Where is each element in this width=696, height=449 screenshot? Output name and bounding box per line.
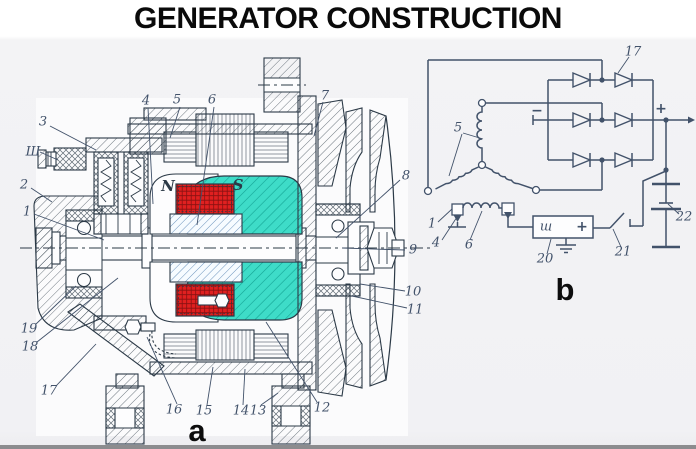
minus-terminal — [532, 115, 548, 125]
pulley — [345, 107, 405, 389]
field-winding-upper — [175, 183, 235, 215]
rotor-upper — [149, 173, 303, 235]
phase-coil-top — [476, 106, 483, 161]
part-label-a13: 13 — [249, 403, 267, 419]
regulator-plus-label: + — [576, 219, 588, 235]
stator-star-winding — [423, 98, 603, 196]
stator-bottom — [149, 329, 313, 375]
field-circuit — [448, 202, 533, 228]
part-label-a17: 17 — [40, 383, 58, 399]
page-title: GENERATOR CONSTRUCTION — [134, 2, 562, 35]
regulator-sh-label: ш — [539, 219, 553, 235]
plus-arrow — [688, 116, 695, 124]
voltage-regulator — [532, 215, 594, 254]
brush-assembly — [85, 137, 163, 235]
part-label-a1: 1 — [22, 204, 32, 220]
phase-wire-left — [427, 59, 603, 188]
part-label-a16: 16 — [165, 402, 183, 418]
part-label-a19: 19 — [20, 321, 38, 337]
part-label-a11: 11 — [406, 302, 424, 318]
figure-a-leaders — [30, 101, 408, 406]
part-label-a12: 12 — [313, 400, 331, 416]
part-label-a8: 8 — [401, 168, 411, 184]
rear-end-shield — [33, 195, 147, 331]
part-label-a3: 3 — [38, 114, 48, 130]
bus-plus-label: + — [655, 101, 667, 117]
stator-core-top — [195, 113, 255, 167]
rotor-lower — [149, 261, 303, 323]
mounting-lugs — [67, 303, 311, 445]
part-label-a6: 6 — [207, 92, 217, 108]
field-coil — [462, 202, 502, 209]
part-label-b22: 22 — [675, 209, 693, 225]
part-label-b1: 1 — [427, 216, 437, 232]
part-label-a5: 5 — [172, 92, 182, 108]
part-label-b5: 5 — [453, 120, 463, 136]
diode — [572, 71, 634, 169]
battery — [651, 120, 681, 249]
figure-b-drawing — [423, 56, 695, 255]
stator-winding-right — [253, 131, 289, 163]
brush-1 — [451, 203, 464, 216]
part-label-a4: 4 — [141, 93, 151, 109]
brush-spring — [130, 159, 142, 203]
pole-label-n: N — [161, 177, 175, 195]
slip-rings — [93, 213, 149, 235]
part-label-a7: 7 — [320, 88, 330, 104]
front-bearing-ball — [331, 267, 345, 281]
rectifier-bolt — [124, 293, 230, 359]
part-label-a10: 10 — [404, 284, 422, 300]
part-label-a15: 15 — [195, 403, 213, 419]
front-bearing-ball — [331, 219, 345, 233]
part-label-a14: 14 — [232, 403, 250, 419]
part-label-a2: 2 — [19, 177, 29, 193]
scan-edge — [0, 445, 696, 449]
part-label-a18: 18 — [21, 339, 39, 355]
stator-winding-left — [163, 131, 197, 163]
part-label-b6: 6 — [464, 237, 474, 253]
bus-minus-label: − — [531, 103, 543, 119]
phase-coil-right — [485, 166, 533, 190]
part-label-a9: 9 — [408, 242, 418, 258]
pole-label-s: S — [232, 176, 244, 194]
switch-blade — [609, 212, 625, 229]
figure-b-leaders — [437, 56, 680, 255]
ground-symbol — [556, 238, 576, 254]
part-label-b20: 20 — [536, 251, 554, 267]
fan — [317, 99, 347, 397]
part-label-b17: 17 — [624, 44, 642, 60]
rear-bearing-ball — [76, 272, 92, 288]
switch — [593, 170, 667, 229]
terminal-sh — [37, 147, 87, 171]
front-end-shield — [258, 57, 361, 391]
figure-a-drawing — [20, 57, 434, 445]
part-label-b21: 21 — [614, 244, 632, 260]
part-label-b4: 4 — [431, 235, 441, 251]
brush-spring — [100, 159, 112, 203]
support-arm — [67, 303, 165, 377]
part-label-sh: Ш — [25, 144, 41, 160]
figure-a-caption: a — [188, 413, 206, 448]
figure-b-caption: b — [555, 272, 575, 307]
rectifier-bridge — [532, 71, 695, 169]
phase-coil-left — [435, 166, 479, 190]
